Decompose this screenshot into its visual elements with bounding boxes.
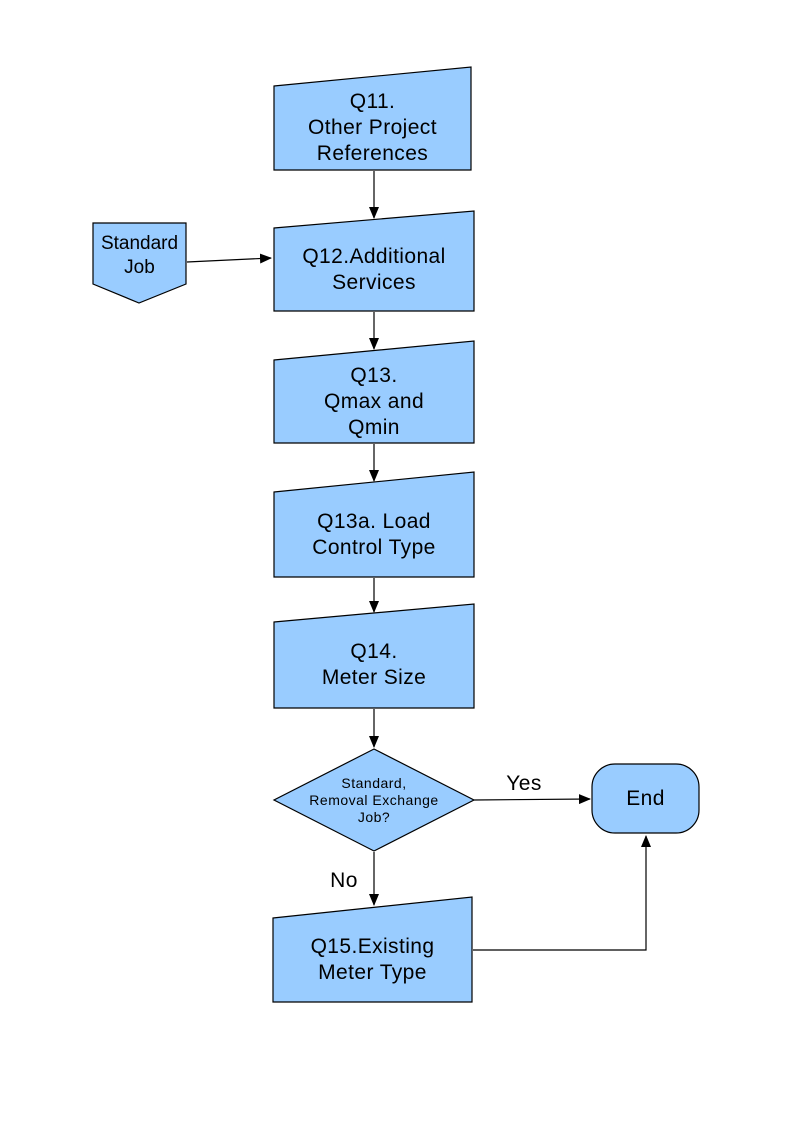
node-q15-shape [272, 896, 473, 1003]
node-end-shape [591, 763, 700, 834]
node-q13a-shape [273, 471, 475, 578]
node-q12-shape [273, 210, 475, 312]
connector-q15-end [473, 835, 651, 951]
node-q13-shape [273, 340, 475, 444]
node-q11-shape [273, 66, 472, 171]
node-standard-job-shape [92, 222, 187, 304]
connector-decision-end-yes [473, 794, 591, 805]
node-q14-shape [273, 603, 475, 709]
node-decision-shape [272, 748, 476, 852]
connector-standard-job-q12 [186, 253, 272, 264]
